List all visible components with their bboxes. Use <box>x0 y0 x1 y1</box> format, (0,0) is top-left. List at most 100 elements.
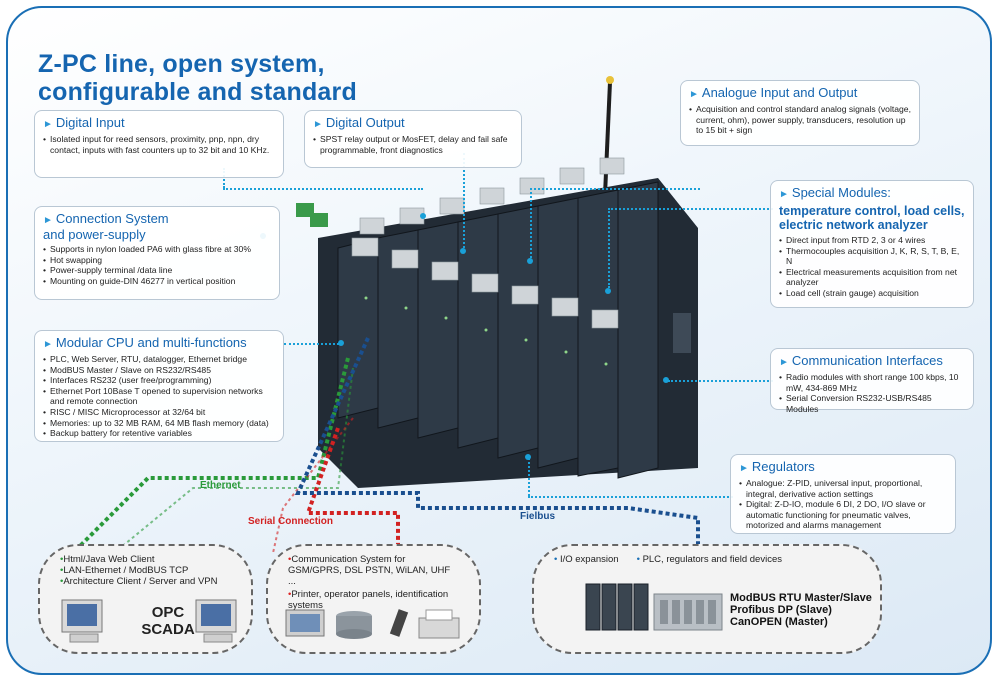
list-item: Analogue: Z-PID, universal input, propor… <box>739 478 947 499</box>
list-item: Load cell (strain gauge) acquisition <box>779 288 965 299</box>
special-heading-2: temperature control, load cells, electri… <box>779 204 965 232</box>
analogue-heading: Analogue Input and Output <box>701 85 858 100</box>
list-item: PLC, Web Server, RTU, datalogger, Ethern… <box>43 354 275 365</box>
title-line-2: configurable and standard <box>38 78 357 106</box>
connector-line <box>284 343 339 345</box>
serial-connection-label: Serial Connection <box>248 516 334 527</box>
fieldbus-label: Fielbus <box>520 511 556 522</box>
triangle-bullet-icon: ► <box>43 339 53 350</box>
triangle-bullet-icon: ► <box>779 357 789 368</box>
connector-line <box>608 208 773 210</box>
list-item: Direct input from RTD 2, 3 or 4 wires <box>779 235 965 246</box>
special-modules-box: ►Special Modules: temperature control, l… <box>770 180 974 308</box>
green-connectors <box>296 203 328 227</box>
connector-line <box>223 168 225 188</box>
list-item: • PLC, regulators and field devices <box>636 554 782 565</box>
triangle-bullet-icon: ► <box>779 189 789 200</box>
list-item: Supports in nylon loaded PA6 with glass … <box>43 244 271 255</box>
protocol-label: ModBUS RTU Master/Slave <box>730 592 872 604</box>
analogue-text: Acquisition and control standard analog … <box>689 104 911 136</box>
poster-frame: Z-PC line, open system, configurable and… <box>6 6 992 675</box>
module-rack <box>296 157 698 488</box>
list-item: Serial Conversion RS232-USB/RS485 Module… <box>779 393 965 414</box>
list-item: •Communication System for GSM/GPRS, DSL … <box>288 554 451 587</box>
special-heading-1: Special Modules: <box>791 185 891 200</box>
disk-drive-icon <box>336 611 372 639</box>
connector-line <box>668 380 773 382</box>
list-item: Interfaces RS232 (user free/programming) <box>43 375 275 386</box>
list-item: Power-supply terminal /data line <box>43 265 271 276</box>
list-item: •Html/Java Web Client <box>60 554 155 565</box>
triangle-bullet-icon: ► <box>43 215 53 226</box>
list-item: ModBUS Master / Slave on RS232/RS485 <box>43 365 275 376</box>
list-item: Hot swapping <box>43 255 271 266</box>
regulators-box: ►Regulators Analogue: Z-PID, universal i… <box>730 454 956 534</box>
communication-box: ►Communication Interfaces Radio modules … <box>770 348 974 414</box>
digital-input-text: Isolated input for reed sensors, proximi… <box>43 134 275 155</box>
list-item: • I/O expansion <box>554 554 619 565</box>
list-item: Electrical measurements acquisition from… <box>779 267 965 288</box>
list-item: Mounting on guide-DIN 46277 in vertical … <box>43 276 271 287</box>
title-line-1: Z-PC line, open system, <box>38 50 325 78</box>
digital-output-box: ►Digital Output SPST relay output or Mos… <box>304 110 522 168</box>
connector-line <box>530 188 532 258</box>
ethernet-label: Ethernet <box>200 480 241 491</box>
scada-label: SCADA <box>141 621 195 638</box>
digital-output-text: SPST relay output or MosFET, delay and f… <box>313 134 513 155</box>
digital-output-heading: Digital Output <box>325 115 405 130</box>
connector-line <box>528 458 530 496</box>
connection-heading-1: Connection System <box>55 211 169 226</box>
triangle-bullet-icon: ► <box>43 119 53 130</box>
cpu-heading: Modular CPU and multi-functions <box>55 335 247 350</box>
connector-dot <box>420 213 426 219</box>
connection-heading-2: and power-supply <box>43 227 146 242</box>
connector-dot <box>460 248 466 254</box>
connector-line <box>223 188 423 190</box>
plc-rack-icon <box>585 583 723 631</box>
pill-field-devices: • I/O expansion • PLC, regulators and fi… <box>532 544 882 654</box>
triangle-bullet-icon: ► <box>689 89 699 100</box>
connector-dot <box>527 258 533 264</box>
printer-icon <box>418 609 460 639</box>
list-item: Radio modules with short range 100 kbps,… <box>779 372 965 393</box>
connector-line <box>463 153 465 248</box>
digital-input-heading: Digital Input <box>55 115 125 130</box>
list-item: •LAN-Ethernet / ModBUS TCP <box>60 565 189 576</box>
computer-monitor-icon <box>285 609 325 637</box>
page-title: Z-PC line, open system, configurable and… <box>38 50 438 106</box>
connector-line <box>528 496 733 498</box>
list-item: Memories: up to 32 MB RAM, 64 MB flash m… <box>43 418 275 429</box>
comm-heading: Communication Interfaces <box>791 353 943 368</box>
barcode-scanner-icon <box>389 609 409 637</box>
connector-line <box>608 208 610 288</box>
list-item: •Architecture Client / Server and VPN <box>60 576 218 587</box>
peripherals-illustration <box>285 609 460 639</box>
list-item: Backup battery for retentive variables <box>43 428 275 439</box>
triangle-bullet-icon: ► <box>313 119 323 130</box>
connector-line <box>530 188 700 190</box>
cpu-box: ►Modular CPU and multi-functions PLC, We… <box>34 330 284 442</box>
list-item: Ethernet Port 10Base T opened to supervi… <box>43 386 275 407</box>
opc-label: OPC <box>151 604 185 621</box>
list-item: Digital: Z-D-IO, module 6 DI, 2 DO, I/O … <box>739 499 947 531</box>
computer-monitor-icon <box>61 599 103 643</box>
protocol-label: Profibus DP (Slave) <box>730 604 832 616</box>
triangle-bullet-icon: ► <box>739 463 749 474</box>
computer-monitor-icon <box>195 599 237 643</box>
list-item: RISC / MISC Microprocessor at 32/64 bit <box>43 407 275 418</box>
digital-input-box: ►Digital Input Isolated input for reed s… <box>34 110 284 178</box>
regulators-heading: Regulators <box>751 459 815 474</box>
pill-communication-systems: •Communication System for GSM/GPRS, DSL … <box>266 544 481 654</box>
protocol-label: CanOPEN (Master) <box>730 616 828 628</box>
connector-dot <box>338 340 344 346</box>
list-item: Thermocouples acquisition J, K, R, S, T,… <box>779 246 965 267</box>
connector-dot <box>525 454 531 460</box>
z-pc-modules-illustration <box>296 76 698 488</box>
list-item: •Printer, operator panels, identificatio… <box>288 589 449 611</box>
connector-dot <box>663 377 669 383</box>
network-lines <box>71 337 700 559</box>
connection-system-box: ►Connection System and power-supply Supp… <box>34 206 280 300</box>
connector-dot <box>605 288 611 294</box>
analogue-box: ►Analogue Input and Output Acquisition a… <box>680 80 920 146</box>
pill-web-client: •Html/Java Web Client •LAN-Ethernet / Mo… <box>38 544 253 654</box>
